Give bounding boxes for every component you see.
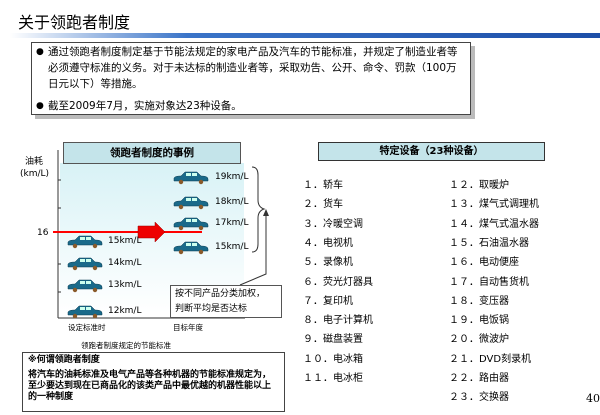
definition-box: ※何谓领跑者制度 将汽车的油耗标准及电气产品等各种机器的节能标准规定为，至少要达…	[22, 352, 285, 412]
car-mileage-label: 15km/L	[108, 236, 142, 246]
definition-title: ※何谓领跑者制度	[28, 355, 100, 365]
equipment-item: ２１．DVD刻录机	[449, 353, 532, 365]
car-icon	[173, 170, 209, 185]
equipment-item: １０．电冰箱	[303, 353, 363, 365]
equipment-item: ２０．微波炉	[449, 334, 509, 346]
equipment-item: ３．冷暖空调	[303, 218, 363, 230]
equipment-item: １４．煤气式温水器	[449, 218, 539, 230]
page-number: 40	[586, 392, 600, 405]
car-icon	[67, 278, 103, 293]
car-mileage-label: 18km/L	[215, 197, 249, 207]
car-icon	[67, 256, 103, 271]
equipment-item: ８．电子计算机	[303, 315, 373, 327]
callout-arrow	[239, 214, 267, 286]
equipment-item: ４．电视机	[303, 237, 353, 249]
equipment-item: １３．煤气式调理机	[449, 199, 539, 211]
title-underline-bar	[10, 33, 600, 38]
y-axis-label: 油耗	[25, 157, 44, 167]
equipment-item: ２３．交换器	[449, 392, 509, 404]
summary-bullet: 通过领跑者制度制定基于节能法规定的家电产品及汽车的节能标准，并规定了制造业者等必…	[36, 44, 462, 92]
callout-line: 按不同产品分类加权，	[175, 289, 266, 299]
weighting-callout: 按不同产品分类加权， 判断平均是否达标	[170, 285, 282, 318]
car-mileage-label: 14km/L	[108, 258, 142, 268]
page-title: 关于领跑者制度	[18, 13, 131, 32]
car-mileage-label: 19km/L	[215, 172, 249, 182]
equipment-item: ７．复印机	[303, 295, 353, 307]
car-icon	[173, 240, 209, 255]
x-label-before: 设定标准时	[68, 323, 106, 332]
equipment-item: ９．磁盘装置	[303, 334, 363, 346]
car-icon	[173, 216, 209, 231]
equipment-item: １５．石油温水器	[449, 237, 529, 249]
equipment-item: １８．变压器	[449, 295, 509, 307]
car-mileage-label: 12km/L	[108, 306, 142, 316]
equipment-item: ２．货车	[303, 199, 343, 211]
equipment-item: ５．录像机	[303, 257, 353, 269]
car-icon	[67, 234, 103, 249]
equipment-item: １．轿车	[303, 180, 343, 191]
equipment-item: １７．自动售货机	[449, 276, 529, 288]
improvement-arrow	[137, 221, 166, 243]
car-mileage-label: 15km/L	[215, 242, 249, 252]
chart-axes	[53, 150, 269, 319]
car-icon	[173, 195, 209, 210]
equipment-item: ２２．路由器	[449, 373, 509, 384]
standard-value-label: 16	[37, 228, 49, 238]
equipment-item: １１．电冰柜	[303, 373, 363, 384]
summary-bullet: 截至2009年7月，实施对象达23种设备。	[36, 98, 462, 114]
y-axis-unit: (km/L)	[20, 169, 50, 179]
car-mileage-label: 13km/L	[108, 280, 142, 290]
example-title: 领跑者制度的事例	[63, 142, 241, 164]
equipment-item: ６．荧光灯器具	[303, 276, 373, 288]
definition-text: 将汽车的油耗标准及电气产品等各种机器的节能标准规定为，至少要达到现在已商品化的该…	[28, 370, 272, 402]
equipment-title: 特定设备（23种设备）	[318, 142, 545, 161]
equipment-item: １６．电动便座	[449, 257, 519, 269]
target-bracket	[251, 166, 266, 253]
car-icon	[67, 304, 103, 319]
equipment-item: １２．取暖炉	[449, 180, 509, 191]
equipment-item: １９．电饭锅	[449, 315, 509, 327]
callout-line: 判断平均是否达标	[175, 304, 248, 314]
car-mileage-label: 17km/L	[215, 218, 249, 228]
chart-caption: 领跑者制度规定的节能标准	[81, 341, 171, 350]
summary-box: 通过领跑者制度制定基于节能法规定的家电产品及汽车的节能标准，并规定了制造业者等必…	[31, 42, 471, 115]
x-label-target: 目标年度	[173, 323, 203, 332]
